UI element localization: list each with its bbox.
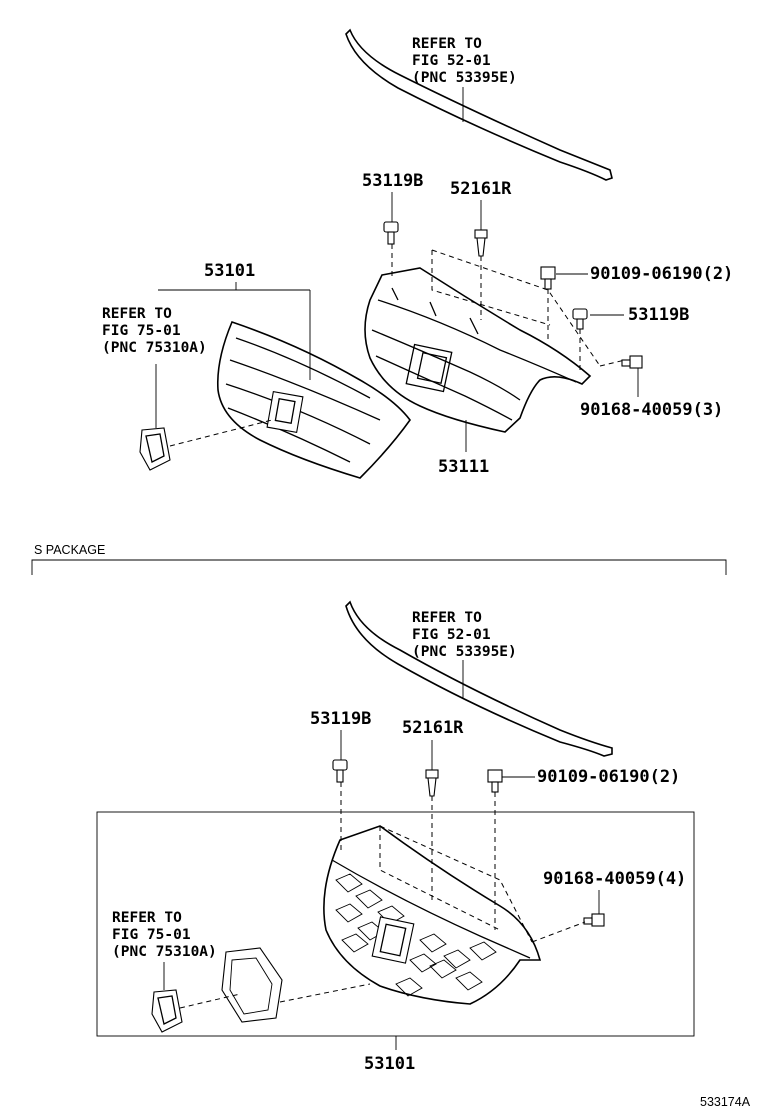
moulding-strip-top xyxy=(345,28,613,181)
ref-upper-line-3: (PNC 53395E) xyxy=(412,644,517,660)
label-clip-b: 53119B xyxy=(628,305,689,325)
ref-left-top: REFER TO FIG 75-01 (PNC 75310A) xyxy=(102,306,207,356)
ref-left-line-3: (PNC 75310A) xyxy=(112,944,217,960)
screw-icon xyxy=(540,266,556,290)
ref-left-line-2: FIG 75-01 xyxy=(112,927,191,943)
ref-left-line-1: REFER TO xyxy=(112,910,182,926)
clip-icon xyxy=(332,759,348,783)
screw-icon xyxy=(487,769,503,793)
package-frame xyxy=(96,811,695,1037)
grille-bracket-top xyxy=(364,267,592,433)
label-clip-a-b: 53119B xyxy=(310,709,371,729)
clip-icon xyxy=(572,308,588,330)
ref-left-line-3: (PNC 75310A) xyxy=(102,340,207,356)
ref-upper-line-2: FIG 52-01 xyxy=(412,627,491,643)
moulding-strip-bottom xyxy=(345,600,613,757)
label-grille-b: 53101 xyxy=(364,1054,415,1074)
ref-upper-line-2: FIG 52-01 xyxy=(412,53,491,69)
section-title: S PACKAGE xyxy=(34,543,105,557)
screw-icon xyxy=(583,913,605,927)
label-screw-b: 90168-40059(3) xyxy=(580,400,723,420)
ref-upper-line-1: REFER TO xyxy=(412,610,482,626)
screw-icon xyxy=(621,355,643,369)
ref-upper-line-1: REFER TO xyxy=(412,36,482,52)
guide-insert-bottom xyxy=(279,983,371,1003)
guide-emblem-bottom xyxy=(179,993,241,1009)
retainer-icon xyxy=(425,769,439,797)
label-screw-a-b: 90109-06190(2) xyxy=(537,767,680,787)
label-retainer: 52161R xyxy=(450,179,512,199)
mesh-pattern xyxy=(335,873,497,997)
grille-insert-icon xyxy=(221,947,283,1023)
ref-upper-line-3: (PNC 53395E) xyxy=(412,70,517,86)
assembly-guides-top xyxy=(391,244,626,370)
label-bracket: 53111 xyxy=(438,457,489,477)
ref-left-line-2: FIG 75-01 xyxy=(102,323,181,339)
ref-upper-bottom: REFER TO FIG 52-01 (PNC 53395E) xyxy=(412,610,517,660)
label-screw-b-b: 90168-40059(4) xyxy=(543,869,686,889)
emblem-icon xyxy=(151,989,183,1033)
ref-left-bottom: REFER TO FIG 75-01 (PNC 75310A) xyxy=(112,910,217,960)
emblem-icon xyxy=(139,427,171,471)
figure-id: 533174A xyxy=(700,1095,751,1109)
guide-emblem-top xyxy=(169,419,273,447)
label-screw-a: 90109-06190(2) xyxy=(590,264,733,284)
label-retainer-b: 52161R xyxy=(402,718,464,738)
front-grille-top xyxy=(216,321,411,479)
ref-left-line-1: REFER TO xyxy=(102,306,172,322)
label-clip-a: 53119B xyxy=(362,171,423,191)
label-grille: 53101 xyxy=(204,261,255,281)
assembly-guides-bottom xyxy=(340,782,586,943)
section-divider xyxy=(31,559,727,575)
ref-upper-top: REFER TO FIG 52-01 (PNC 53395E) xyxy=(412,36,517,86)
clip-icon xyxy=(383,221,399,245)
front-grille-mesh-bottom xyxy=(323,825,542,1005)
retainer-icon xyxy=(474,229,488,257)
